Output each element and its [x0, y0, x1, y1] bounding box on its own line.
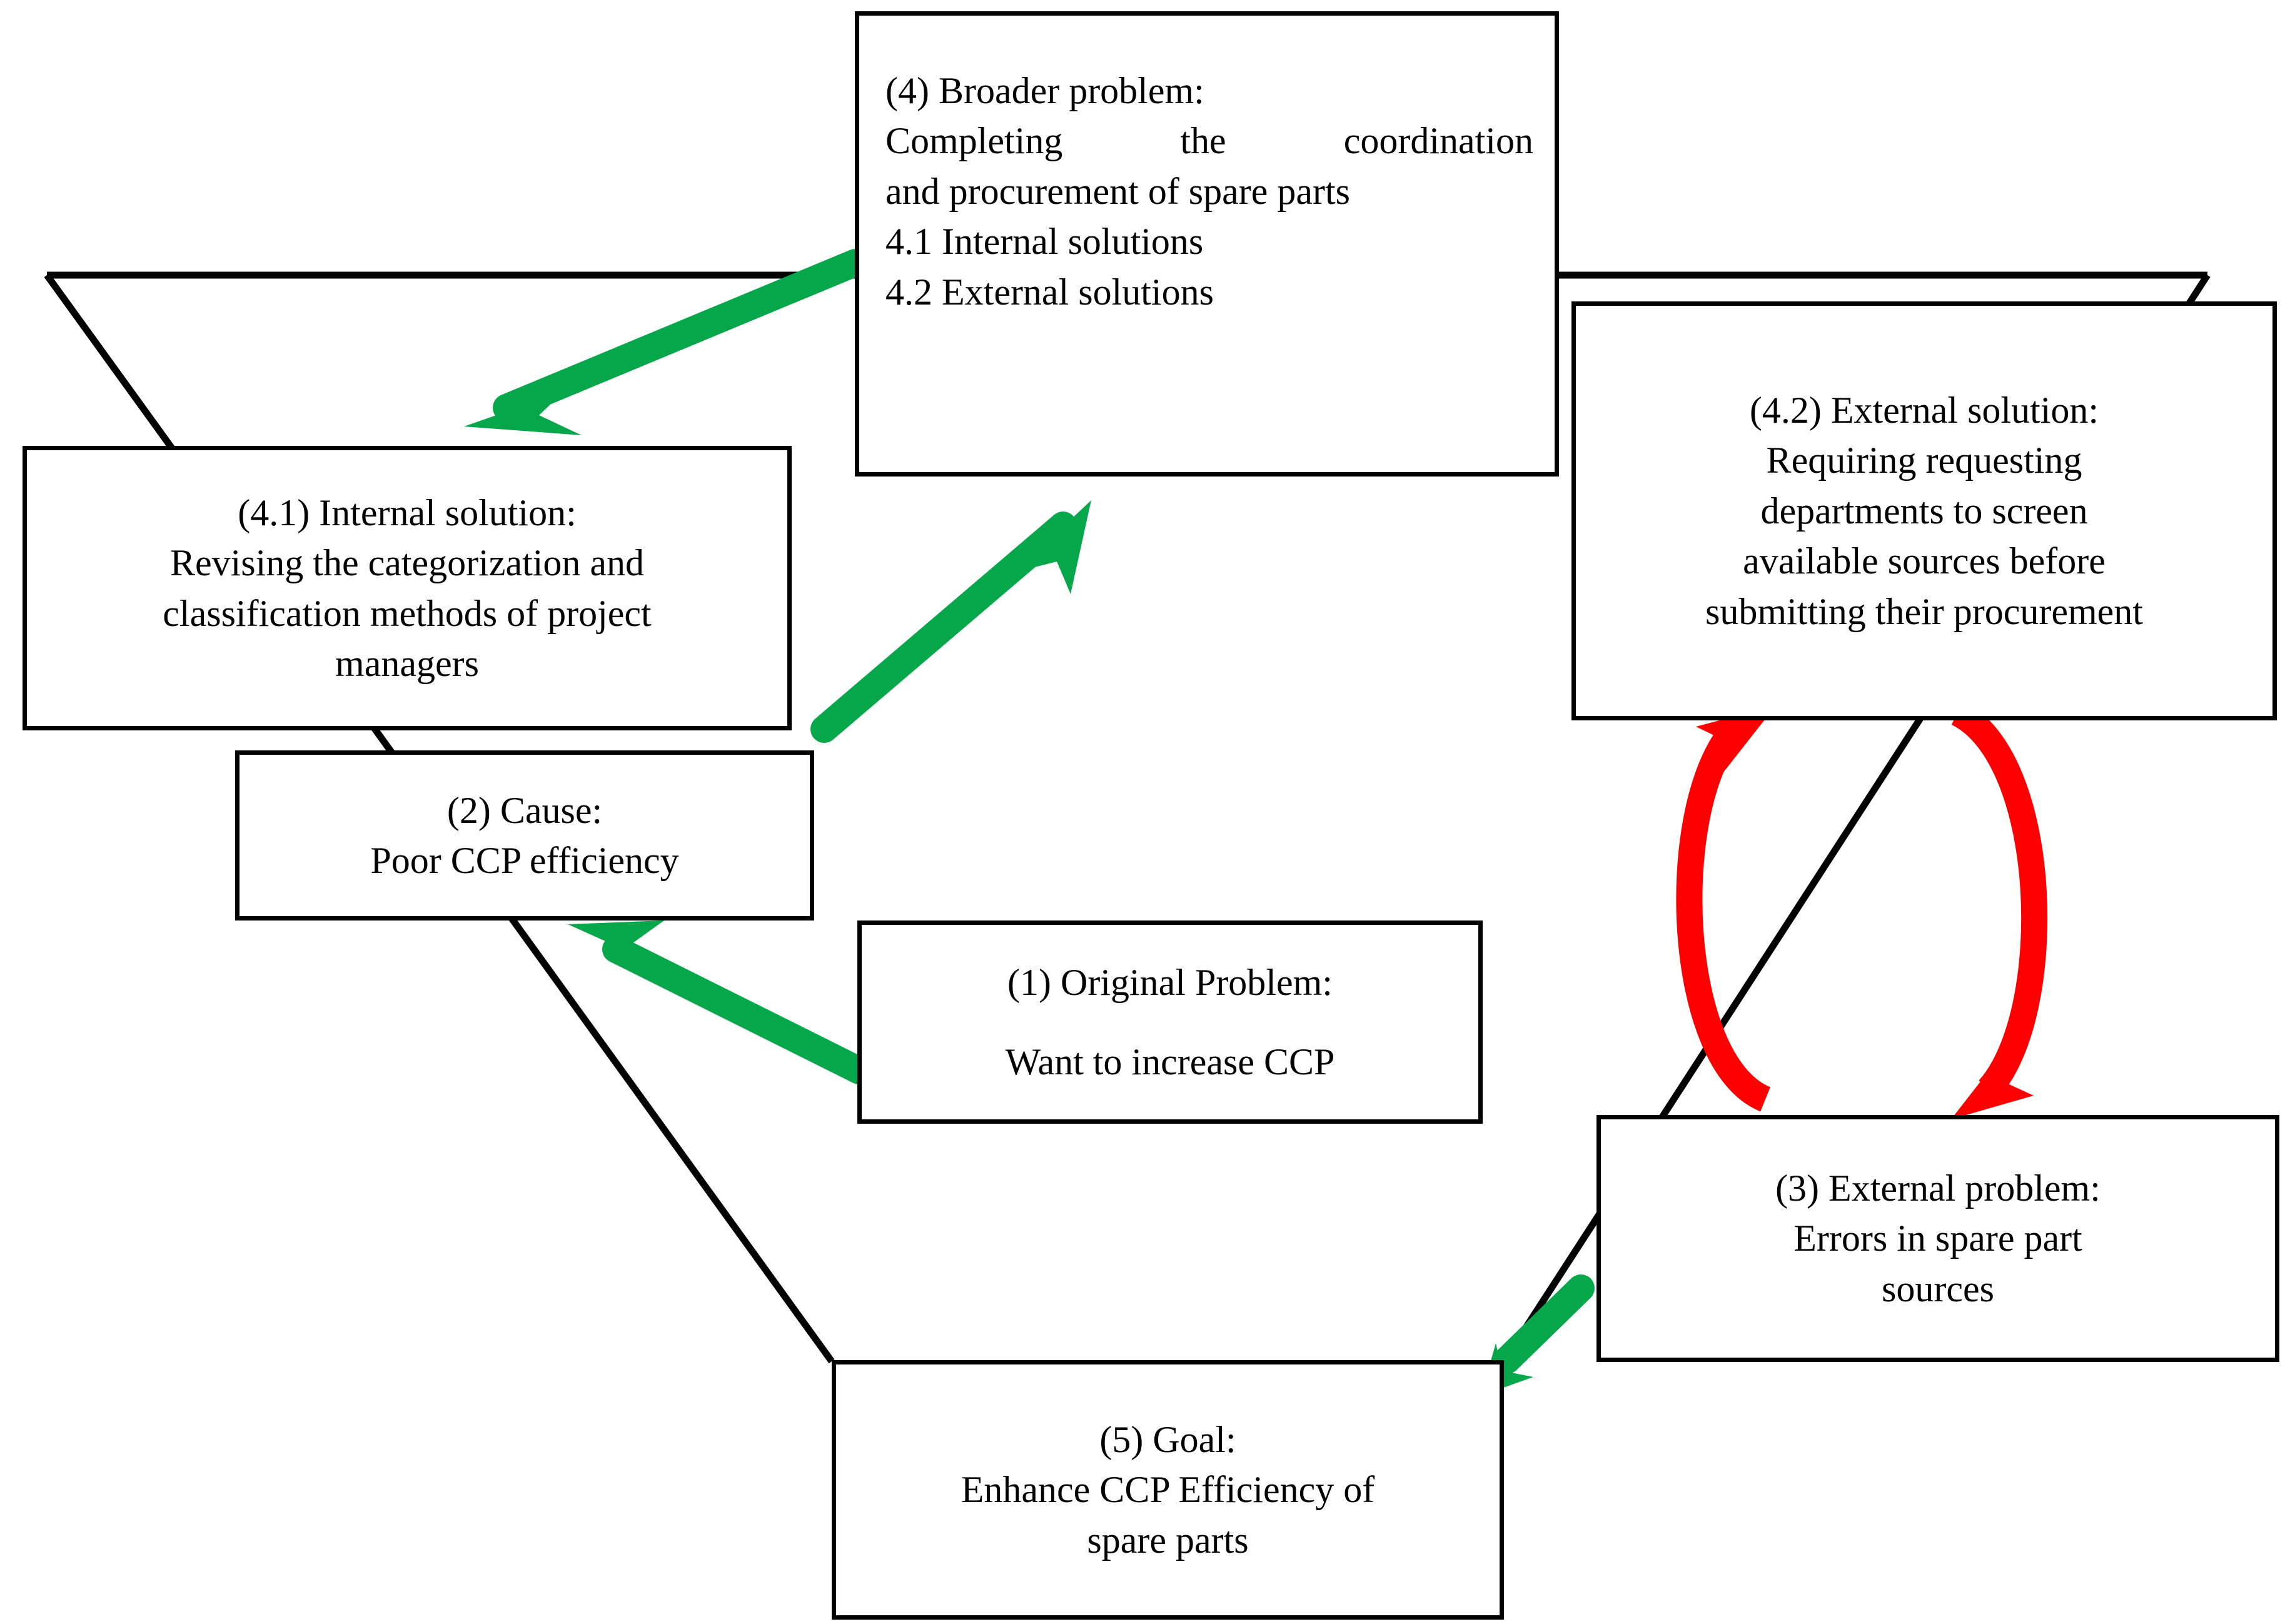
node-broader-problem-line-3: 4.1 Internal solutions	[885, 221, 1204, 263]
node-broader-problem[interactable]: (4) Broader problem: Completing the coor…	[855, 11, 1559, 477]
node-internal-solution-line-2: classification methods of project	[163, 592, 652, 634]
node-internal-solution-line-0: (4.1) Internal solution:	[238, 492, 577, 533]
node-internal-solution-line-1: Revising the categorization and	[169, 542, 645, 584]
node-external-problem-line-1: Errors in spare part	[1793, 1218, 2082, 1259]
node-goal-line-1: Enhance CCP Efficiency of	[961, 1469, 1375, 1511]
node-internal-solution[interactable]: (4.1) Internal solution: Revising the ca…	[23, 446, 792, 730]
arrow-original-to-cause	[568, 920, 873, 1084]
node-external-solution-line-2: departments to screen	[1760, 490, 2088, 532]
node-external-solution-line-4: submitting their procurement	[1705, 590, 2143, 632]
node-cause-line-1: Poor CCP efficiency	[370, 840, 679, 881]
node-external-problem-line-2: sources	[1882, 1268, 1994, 1309]
node-internal-solution-line-3: managers	[335, 642, 479, 684]
arrow-broader-to-internal	[464, 249, 869, 435]
node-broader-problem-line-0: (4) Broader problem:	[885, 70, 1204, 111]
node-goal-line-2: spare parts	[1087, 1519, 1249, 1561]
node-broader-problem-line-1: Completing the coordination	[885, 120, 1533, 162]
node-external-problem[interactable]: (3) External problem: Errors in spare pa…	[1596, 1115, 2279, 1362]
node-external-problem-line-0: (3) External problem:	[1775, 1167, 2101, 1209]
node-cause-line-0: (2) Cause:	[446, 789, 603, 831]
node-external-solution-line-3: available sources before	[1743, 540, 2106, 582]
node-original-problem-line-0: (1) Original Problem:	[1007, 962, 1333, 1004]
node-broader-problem-line-4: 4.2 External solutions	[885, 271, 1214, 313]
red-cycle-arrows	[1676, 701, 2048, 1119]
node-original-problem[interactable]: (1) Original Problem: Want to increase C…	[857, 920, 1483, 1124]
cycle-arrow-right-down	[1950, 701, 2048, 1119]
node-broader-problem-line-2: and procurement of spare parts	[885, 170, 1351, 212]
cycle-arrow-left-up	[1676, 705, 1776, 1112]
node-goal[interactable]: (5) Goal: Enhance CCP Efficiency of spar…	[832, 1360, 1504, 1620]
arrow-cause-to-broader	[810, 500, 1091, 743]
node-cause[interactable]: (2) Cause: Poor CCP efficiency	[235, 750, 814, 920]
node-original-problem-line-1: Want to increase CCP	[1005, 1041, 1335, 1082]
node-goal-line-0: (5) Goal:	[1099, 1418, 1236, 1460]
node-external-solution[interactable]: (4.2) External solution: Requiring reque…	[1571, 301, 2277, 720]
node-external-solution-line-1: Requiring requesting	[1766, 440, 2082, 482]
green-arrows	[464, 249, 1595, 1396]
node-external-solution-line-0: (4.2) External solution:	[1749, 390, 2099, 431]
